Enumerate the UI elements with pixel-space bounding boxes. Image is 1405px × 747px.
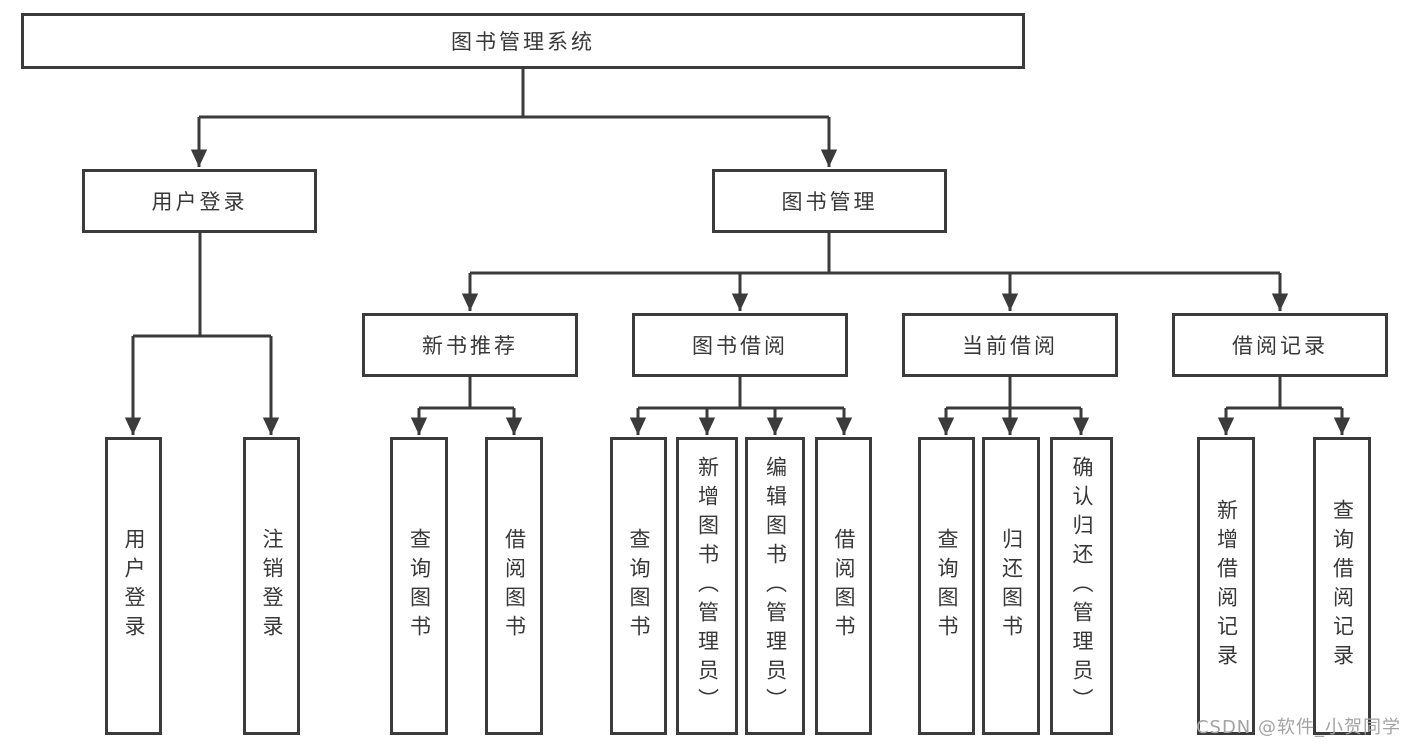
leaf-query-books-borrowing: 查询图书 [610,437,667,735]
node-label: 新增借阅记录 [1214,499,1239,673]
node-label: 用户登录 [151,190,248,214]
node-label: 新增图书（管理员） [695,455,720,717]
node-user-login: 用户登录 [82,169,317,233]
leaf-borrow-books-borrowing: 借阅图书 [815,437,872,735]
node-borrowing-records: 借阅记录 [1172,313,1388,377]
leaf-confirm-return-admin: 确认归还（管理员） [1050,437,1113,735]
node-label: 查询图书 [407,528,432,644]
leaf-edit-book-admin: 编辑图书（管理员） [745,437,805,735]
connector-borrowing-records-branch [1217,377,1351,435]
node-new-book-recommendation: 新书推荐 [362,313,578,377]
leaf-add-borrowing-record: 新增借阅记录 [1197,437,1255,735]
connector-user-login-branch [124,233,280,435]
leaf-query-books-recommendation: 查询图书 [390,437,448,735]
connector-book-borrowing-branch [629,377,853,435]
leaf-query-borrowing-record: 查询借阅记录 [1313,437,1371,735]
connector-root-to-level2 [190,69,838,167]
node-label: 图书借阅 [692,334,788,358]
node-label: 借阅图书 [832,528,857,644]
node-current-borrowing: 当前借阅 [902,313,1118,377]
leaf-query-books-current: 查询图书 [918,437,975,735]
node-label: 借阅记录 [1232,334,1328,358]
connector-book-management-branch [461,233,1289,311]
node-label: 归还图书 [999,528,1024,644]
leaf-user-login: 用户登录 [105,437,162,735]
node-label: 注销登录 [260,528,285,644]
node-label: 新书推荐 [422,334,518,358]
node-label: 查询图书 [935,528,960,644]
node-book-management: 图书管理 [712,169,947,233]
node-label: 查询图书 [627,528,652,644]
node-label: 当前借阅 [962,334,1058,358]
node-label: 查询借阅记录 [1330,499,1355,673]
node-label: 图书管理系统 [451,30,595,54]
leaf-add-book-admin: 新增图书（管理员） [676,437,738,735]
leaf-borrow-books-recommendation: 借阅图书 [485,437,543,735]
connector-new-book-recommendation-branch [410,377,523,435]
node-label: 图书管理 [781,190,878,214]
connector-current-borrowing-branch [937,377,1090,435]
leaf-return-books: 归还图书 [982,437,1040,735]
node-book-borrowing: 图书借阅 [632,313,848,377]
leaf-logout: 注销登录 [243,437,300,735]
node-label: 确认归还（管理员） [1070,455,1095,717]
csdn-watermark: CSDN @软件_小贺同学 [1195,717,1401,738]
node-label: 借阅图书 [502,528,527,644]
node-library-management-system: 图书管理系统 [21,13,1025,69]
node-label: 编辑图书（管理员） [763,455,788,717]
node-label: 用户登录 [122,528,147,644]
